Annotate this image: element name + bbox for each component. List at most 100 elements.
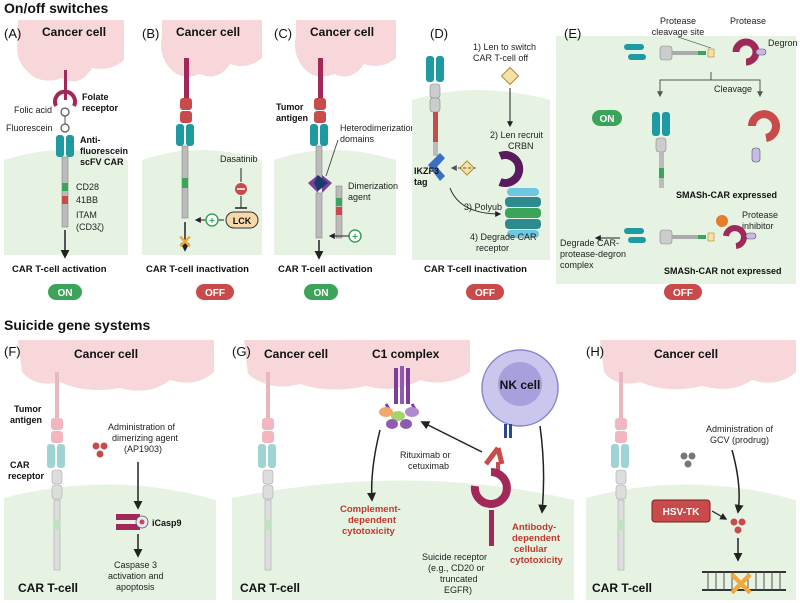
fluorescein-icon	[60, 123, 70, 133]
degrade-label-1: Degrade CAR-	[560, 238, 619, 248]
folate-receptor-label-1: Folate	[82, 92, 109, 102]
tumor-antigen-label-2: antigen	[276, 113, 308, 123]
outcome-label: CAR T-cell activation	[12, 264, 107, 275]
on-badge-label: ON	[314, 288, 329, 299]
on-badge	[48, 284, 82, 300]
on-badge-label: ON	[600, 114, 615, 125]
dimerizer-dots-icon	[92, 442, 108, 458]
suicide-label-4: EGFR)	[444, 585, 472, 595]
step1-label-2: CAR T-cell off	[473, 53, 529, 63]
degrade-label-2: protease-degron	[560, 249, 626, 259]
itam-label-1: ITAM	[76, 210, 97, 220]
panel-letter: (F)	[4, 344, 21, 359]
block-x-icon: ✕	[177, 232, 192, 252]
hetero-label-2: domains	[340, 134, 375, 144]
anti-fluorescein-label-3: scFV CAR	[80, 157, 124, 167]
rituximab-label-1: Rituximab or	[400, 450, 451, 460]
dna-block-x-icon: ✕	[727, 566, 756, 603]
degrade-label-3: complex	[560, 260, 594, 270]
hsv-tk-label: HSV-TK	[663, 507, 700, 518]
hetero-label-1: Heterodimerization	[340, 123, 416, 133]
off-badge	[196, 284, 234, 300]
section-title-suicide: Suicide gene systems	[4, 317, 151, 333]
off-badge-label: OFF	[673, 288, 693, 299]
len-icon	[500, 66, 520, 86]
panel-e-top-bg	[556, 36, 796, 206]
off-badge-label: OFF	[205, 288, 225, 299]
car-t-label: CAR T-cell	[592, 581, 652, 595]
on-badge	[304, 284, 338, 300]
icasp9-icon	[116, 514, 149, 530]
not-expressed-label: SMASh-CAR not expressed	[664, 266, 782, 276]
anti-fluorescein-label-1: Anti-	[80, 135, 101, 145]
panel-h: (H) Cancer cell Administration of GCV (p…	[586, 340, 796, 603]
panel-e-bottom-bg	[556, 206, 796, 284]
admin-label-1: Administration of	[108, 422, 176, 432]
proteasome-icon	[505, 188, 541, 238]
tumor-antigen-label-1: Tumor	[276, 102, 304, 112]
protease-site-label-2: cleavage site	[652, 27, 705, 37]
car-receptor-label-2: receptor	[8, 471, 45, 481]
svg-text:+: +	[352, 232, 358, 243]
panel-b: (B) Cancer cell Dasatinib LCK + ✕ CAR T-…	[142, 20, 262, 300]
cancer-cell-label: Cancer cell	[310, 25, 374, 39]
ikzf3-label-2: tag	[414, 177, 428, 187]
suicide-label-2: (e.g., CD20 or	[428, 563, 485, 573]
off-badge	[664, 284, 702, 300]
step4-label-2: receptor	[476, 243, 509, 253]
itam-label-2: (CD3ζ)	[76, 222, 104, 232]
protease-label: Protease	[730, 16, 766, 26]
cancer-cell-label: Cancer cell	[264, 347, 328, 361]
step1-label-1: 1) Len to switch	[473, 42, 536, 52]
nk-cell-label: NK cell	[500, 378, 541, 392]
panel-a: (A) Cancer cell Folic acid Folate recept…	[4, 20, 128, 300]
folic-acid-label: Folic acid	[14, 105, 52, 115]
degron-label: Degron	[768, 38, 798, 48]
inhibitor-label-1: Protease	[742, 210, 778, 220]
cdc-label-3: cytotoxicity	[342, 526, 396, 537]
car-t-label: CAR T-cell	[18, 581, 78, 595]
cancer-cell-label: Cancer cell	[654, 347, 718, 361]
step4-label-1: 4) Degrade CAR	[470, 232, 537, 242]
cdc-label-2: dependent	[348, 515, 397, 526]
outcome-label: CAR T-cell inactivation	[146, 264, 249, 275]
suicide-label-3: truncated	[440, 574, 478, 584]
admin-label-2: dimerizing agent	[112, 433, 179, 443]
panel-letter: (C)	[274, 26, 292, 41]
panel-e: (E) Protease cleavage site Protease Degr…	[556, 16, 798, 300]
icasp9-label: iCasp9	[152, 518, 182, 528]
inhibitor-label-2: inhibitor	[742, 221, 774, 231]
outcome-label: CAR T-cell inactivation	[424, 264, 527, 275]
cancer-cell-label: Cancer cell	[42, 25, 106, 39]
on-badge-label: ON	[58, 288, 73, 299]
panel-letter: (D)	[430, 26, 448, 41]
ikzf3-tag-icon	[428, 153, 445, 181]
panel-letter: (H)	[586, 344, 604, 359]
41bb-label: 41BB	[76, 195, 98, 205]
lck-box	[225, 211, 259, 229]
dna-icon	[702, 571, 786, 591]
caspase-label-1: Caspase 3	[114, 560, 157, 570]
cd28-label: CD28	[76, 182, 99, 192]
section-title-switches: On/off switches	[4, 0, 108, 16]
folate-receptor-label-2: receptor	[82, 103, 119, 113]
cdc-label-1: Complement-	[340, 504, 401, 515]
panel-letter: (B)	[142, 26, 159, 41]
cancer-cell-label: Cancer cell	[176, 25, 240, 39]
suicide-label-1: Suicide receptor	[422, 552, 487, 562]
car-receptor-label-1: CAR	[10, 460, 30, 470]
panel-g: (G) Cancer cell C1 complex NK cell	[232, 340, 574, 600]
panel-letter: (G)	[232, 344, 251, 359]
panel-f: (F) Cancer cell Tumor antigen CAR recept…	[4, 340, 216, 600]
crbn-icon	[498, 151, 524, 187]
panel-d: (D) 1) Len to switch CAR T-cell off 2) L…	[412, 26, 550, 300]
car-t-label: CAR T-cell	[240, 581, 300, 595]
adcc-label-4: cytotoxicity	[510, 555, 564, 566]
tumor-antigen-label-2: antigen	[10, 415, 42, 425]
expressed-label: SMASh-CAR expressed	[676, 190, 777, 200]
panel-letter: (E)	[564, 26, 581, 41]
protease-inhibitor-icon	[716, 215, 728, 227]
c1-label: C1 complex	[372, 347, 440, 361]
panel-c: (C) Cancer cell + Tumor antigen Heterodi…	[274, 20, 416, 300]
